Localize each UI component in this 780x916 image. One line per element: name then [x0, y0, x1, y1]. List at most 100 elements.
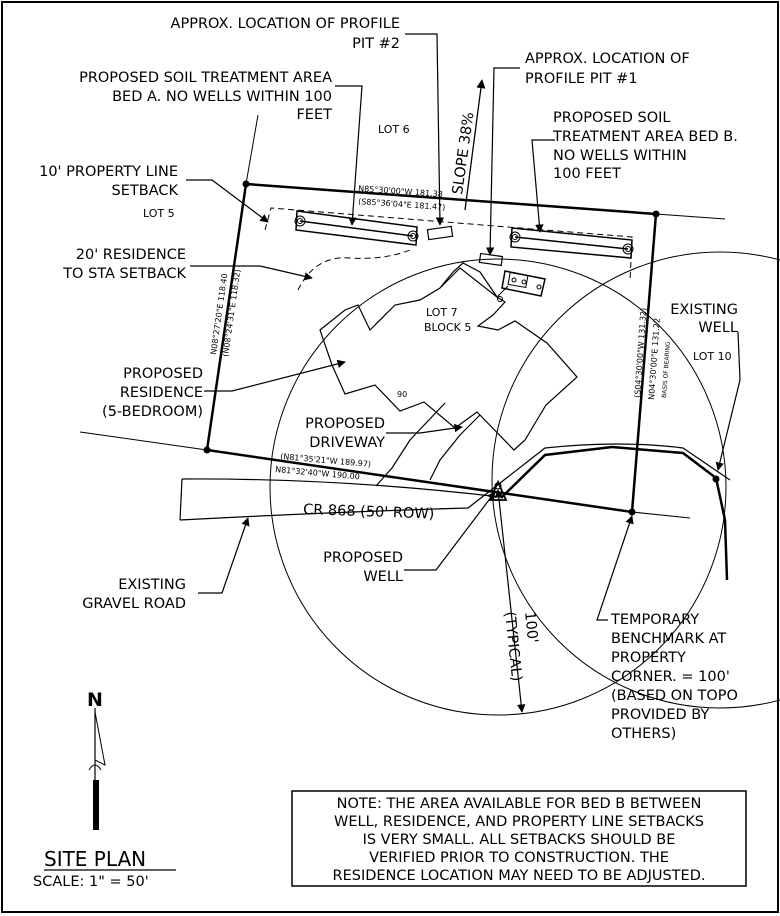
residence-wing: [439, 267, 498, 298]
label-bed-a-3: FEET: [296, 107, 332, 123]
note-line-1: NOTE: THE AREA AVAILABLE FOR BED B BETWE…: [337, 796, 702, 812]
label-lot7-2: BLOCK 5: [424, 321, 471, 334]
label-bed-b-2: TREATMENT AREA BED B.: [552, 129, 738, 145]
label-pit2-1: APPROX. LOCATION OF PROFILE: [171, 16, 400, 32]
leader-setback20: [190, 265, 313, 281]
label-driveway-1: PROPOSED: [305, 416, 385, 432]
label-residence-3: (5-BEDROOM): [102, 404, 203, 420]
north-letter: N: [87, 689, 103, 711]
label-bed-b-1: PROPOSED SOIL: [553, 110, 671, 126]
bearing-east-2: N04°30'00"E 131.22: [647, 318, 662, 400]
road-thick-edge: [500, 445, 717, 499]
label-road: CR 868 (50' ROW): [303, 502, 435, 523]
page-title: SITE PLAN: [44, 847, 146, 871]
residence-setback-arc: [297, 249, 411, 291]
leader-existing-well: [715, 331, 741, 471]
leader-driveway: [386, 423, 463, 434]
leader-setback10: [186, 179, 269, 223]
road-west-end: [179, 478, 183, 521]
label-driveway-2: DRIVEWAY: [309, 435, 385, 451]
label-setback20-2: TO STA SETBACK: [62, 266, 186, 282]
label-pit2-2: PIT #2: [352, 36, 400, 52]
lot-line-east-ext: [631, 511, 691, 519]
label-benchmark-2: BENCHMARK AT: [611, 631, 726, 647]
label-gravel-road-1: EXISTING: [118, 577, 186, 593]
property-corner-sw: [203, 446, 211, 454]
property-corner-ne: [652, 210, 660, 218]
label-proposed-well-2: WELL: [363, 569, 403, 585]
north-arrow: [88, 708, 106, 830]
label-benchmark-1: TEMPORARY: [610, 612, 699, 628]
existing-well-point: [712, 475, 720, 483]
driveway-west-edge: [375, 402, 446, 487]
label-slope: SLOPE 38%: [450, 111, 477, 195]
bed-a: [294, 210, 419, 246]
label-radius-2: (TYPICAL): [501, 611, 524, 682]
lot-line-nw-ext: [245, 114, 259, 185]
cleanout: [497, 296, 503, 302]
label-bed-b-4: 100 FEET: [553, 166, 621, 182]
leader-proposed-well: [404, 491, 496, 571]
label-existing-well-2: WELL: [698, 320, 738, 336]
label-benchmark-7: OTHERS): [611, 726, 676, 742]
note-box: [291, 790, 747, 887]
leader-residence: [204, 359, 346, 392]
note-line-2: WELL, RESIDENCE, AND PROPERTY LINE SETBA…: [334, 814, 704, 830]
leader-gravel-road: [198, 517, 250, 594]
road-curve: [714, 477, 727, 521]
setback-line: [264, 207, 633, 283]
lot-line-west-ext: [79, 431, 208, 451]
basis-of-bearing: BASIS OF BEARING: [661, 341, 672, 398]
property-corner-nw: [242, 180, 250, 188]
label-existing-well-1: EXISTING: [670, 302, 738, 318]
bearing-north: N85°30'00"W 181.38: [358, 184, 443, 199]
label-benchmark-3: PROPERTY: [611, 650, 686, 666]
label-bed-a-1: PROPOSED SOIL TREATMENT AREA: [79, 70, 332, 86]
label-pit1-1: APPROX. LOCATION OF: [525, 51, 690, 67]
label-lot5: LOT 5: [143, 207, 175, 220]
leader-pit2: [405, 33, 445, 226]
label-radius-1: 100': [521, 611, 540, 644]
label-setback20-1: 20' RESIDENCE: [76, 247, 186, 263]
property-corner-se: [628, 508, 636, 516]
label-residence-2: RESIDENCE: [120, 385, 203, 401]
leader-benchmark: [596, 515, 634, 621]
leader-bed-b: [531, 139, 555, 233]
label-setback10-2: SETBACK: [112, 183, 179, 199]
label-benchmark-6: PROVIDED BY: [611, 707, 709, 723]
sewer-line: [496, 285, 509, 298]
residence-outline: [319, 262, 578, 451]
note-line-5: RESIDENCE LOCATION MAY NEED TO BE ADJUST…: [333, 868, 706, 884]
driveway-east-edge: [429, 414, 481, 481]
label-benchmark-5: (BASED ON TOPO: [611, 688, 738, 704]
road-south-edge: [179, 443, 731, 521]
road-north-edge: [181, 478, 501, 498]
label-setback10-1: 10' PROPERTY LINE: [39, 164, 178, 180]
bearing-north-rec: (S85°36'04"E 181.47): [358, 197, 446, 212]
label-bed-a-2: BED A. NO WELLS WITHIN 100: [112, 89, 332, 105]
elevation-label: 90: [397, 390, 407, 399]
slope-arrow: [464, 79, 486, 211]
note-line-4: VERIFIED PRIOR TO CONSTRUCTION. THE: [369, 850, 669, 866]
lot-line-north-ext: [655, 213, 726, 220]
leader-pit1: [485, 67, 520, 256]
label-benchmark-4: CORNER. = 100': [611, 669, 730, 685]
label-lot10: LOT 10: [693, 350, 732, 363]
bearing-south: N81°32'40"W 190.00: [275, 465, 360, 481]
label-gravel-road-2: GRAVEL ROAD: [82, 596, 186, 612]
label-proposed-well-1: PROPOSED: [323, 550, 403, 566]
profile-pit-2: [426, 225, 454, 241]
scale-label: SCALE: 1" = 50': [33, 874, 149, 890]
septic-tank: [501, 270, 546, 297]
label-residence-1: PROPOSED: [123, 366, 203, 382]
leader-bed-a: [335, 85, 363, 226]
well-radius-circle-proposed: [269, 258, 727, 716]
proposed-well-point: [494, 482, 502, 490]
label-lot7-1: LOT 7: [426, 306, 458, 319]
label-pit1-2: PROFILE PIT #1: [525, 71, 638, 87]
road-curve-2: [723, 519, 729, 581]
radius-dimension: [494, 489, 526, 713]
note-line-3: IS VERY SMALL. ALL SETBACKS SHOULD BE: [363, 832, 676, 848]
